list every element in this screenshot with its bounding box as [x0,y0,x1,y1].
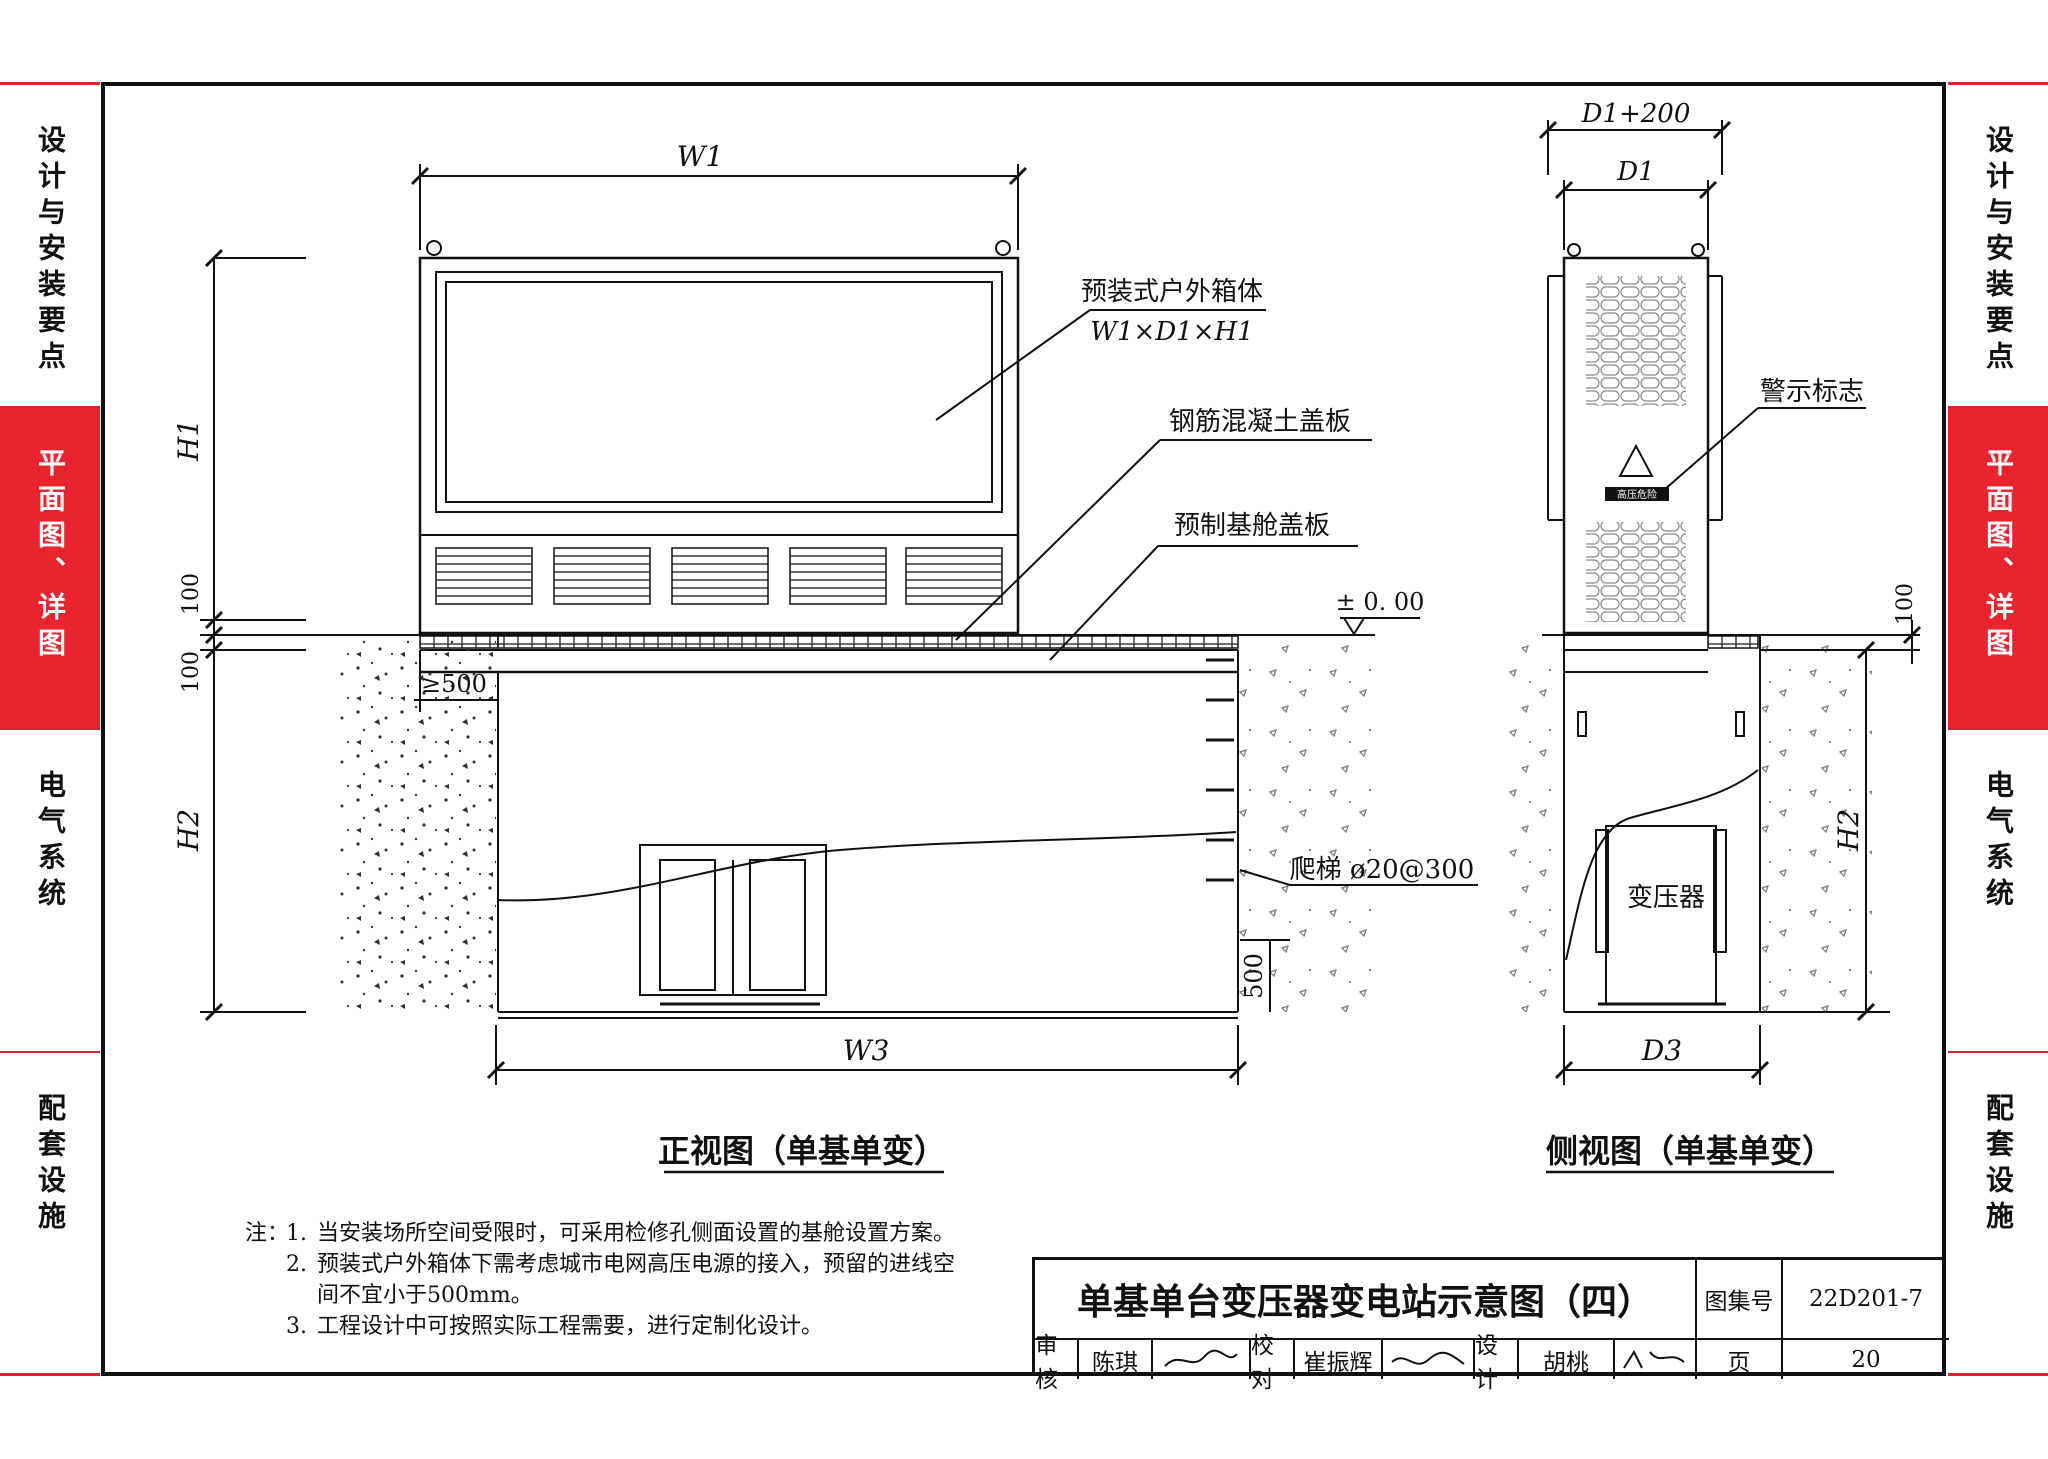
tab-label: 设计与安装要点 [1982,125,2015,377]
tab-electrical-system[interactable]: 电气系统 [1948,728,2048,1051]
page-label: 页 [1697,1340,1783,1379]
side-view [1500,120,1922,1085]
label-box-dims: W1×D1×H1 [1090,317,1253,347]
tab-design-install[interactable]: 设计与安装要点 [1948,82,2048,406]
note-number: 3. [286,1314,307,1339]
dim-d1-200: D1+200 [1581,99,1691,129]
dim-100-top: 100 [179,573,204,615]
label-box: 预装式户外箱体 [1081,277,1263,307]
dim-h1: H1 [172,419,205,462]
check-signature [1383,1340,1475,1379]
dim-h2-side: H2 [1832,809,1865,852]
signature-mark [1164,1349,1238,1367]
drawing-frame [101,82,1946,1376]
label-cover: 钢筋混凝土盖板 [1169,407,1351,437]
dim-w1: W1 [677,140,724,173]
tab-label: 配套设施 [1982,1092,2015,1237]
tab-supporting-facilities[interactable]: 配套设施 [1948,1050,2048,1376]
tab-label: 电气系统 [1982,770,2015,914]
dim-d3: D3 [1641,1034,1682,1067]
signature-mark [1623,1349,1685,1369]
atlas-number: 22D201-7 [1783,1260,1949,1340]
side-view-caption: 侧视图（单基单变） [1546,1132,1834,1170]
note-number: 2. [286,1252,307,1277]
note-2-cont: 间不宜小于500mm。 [317,1283,533,1308]
signature-mark [1391,1351,1465,1365]
tab-label: 设计与安装要点 [34,125,67,377]
tab-label: 平面图、详图 [34,447,67,664]
left-side-tabs: 设计与安装要点 平面图、详图 电气系统 配套设施 [0,82,100,1376]
check-name: 崔振辉 [1295,1340,1383,1379]
tab-label: 电气系统 [34,770,67,914]
notes-lead: 注： [245,1221,290,1246]
dim-500-side: ≥500 [421,670,487,698]
dim-500-bottom: 500 [1240,953,1268,999]
front-view [200,164,1478,1085]
review-label: 审核 [1035,1333,1079,1393]
front-view-text: W1 H1 100 100 H2 ≥500 500 W3 ± 0. 00 预装式… [172,140,1474,1170]
drawing-title: 单基单台变压器变电站示意图（四） [1035,1260,1697,1340]
note-3: 工程设计中可按照实际工程需要，进行定制化设计。 [317,1314,824,1339]
dim-w3: W3 [843,1034,890,1067]
dim-100-bottom: 100 [179,651,204,693]
page-number: 20 [1851,1346,1881,1373]
dim-d1: D1 [1616,157,1654,187]
label-base-cover: 预制基舱盖板 [1174,511,1330,541]
notes: 注：1. 当安装场所空间受限时，可采用检修孔侧面设置的基舱设置方案。 2. 预装式户… [245,1218,955,1342]
warning-plate: 高压危险 [1617,488,1657,501]
front-view-caption: 正视图（单基单变） [658,1132,946,1170]
check-label: 校对 [1251,1333,1295,1393]
note-number: 1. [286,1221,307,1246]
dim-100-side: 100 [1893,583,1918,625]
label-warning: 警示标志 [1760,377,1864,407]
title-block: 单基单台变压器变电站示意图（四） 图集号 22D201-7 审核 陈琪 校对 崔… [1032,1257,1949,1393]
tab-label: 配套设施 [34,1092,67,1237]
tab-electrical-system[interactable]: 电气系统 [0,728,100,1051]
tab-design-install[interactable]: 设计与安装要点 [0,82,100,406]
tab-supporting-facilities[interactable]: 配套设施 [0,1050,100,1376]
review-name: 陈琪 [1079,1340,1153,1379]
level-mark: ± 0. 00 [1336,588,1425,616]
note-1: 当安装场所空间受限时，可采用检修孔侧面设置的基舱设置方案。 [317,1221,956,1246]
dim-h2: H2 [172,809,205,852]
right-side-tabs: 设计与安装要点 平面图、详图 电气系统 配套设施 [1948,82,2048,1376]
atlas-label: 图集号 [1697,1260,1783,1340]
label-ladder: 爬梯 ø20@300 [1290,855,1475,885]
tab-label: 平面图、详图 [1982,447,2015,664]
design-signature [1615,1340,1697,1379]
side-view-text: D1+200 D1 警示标志 高压危险 变压器 H2 100 D3 侧视图（单基… [1546,99,1918,1170]
label-transformer: 变压器 [1627,883,1705,913]
tab-plan-detail[interactable]: 平面图、详图 [1948,405,2048,728]
design-name: 胡桃 [1519,1340,1615,1379]
design-label: 设计 [1475,1333,1519,1393]
review-signature [1153,1340,1251,1379]
note-2: 预装式户外箱体下需考虑城市电网高压电源的接入，预留的进线空 [317,1252,956,1277]
tab-plan-detail[interactable]: 平面图、详图 [0,405,100,728]
